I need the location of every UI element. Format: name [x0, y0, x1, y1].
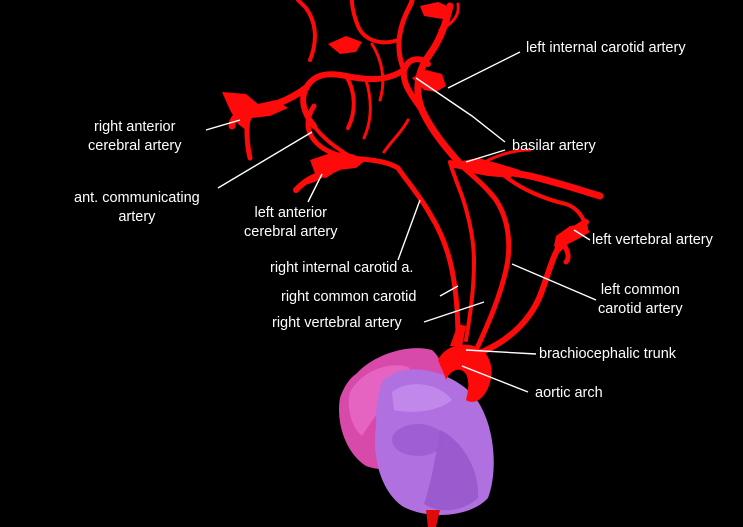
label-right-vertebral-artery: right vertebral artery	[272, 314, 402, 333]
label-line: basilar artery	[512, 138, 596, 154]
left-anterior-cerebral-ribbon	[310, 152, 366, 178]
label-right-common-carotid: right common carotid	[281, 288, 416, 307]
leader-right-internal-carotid	[397, 199, 421, 261]
top-branch-3	[296, 0, 317, 62]
heart-apex-vessel	[426, 510, 440, 527]
top-branch-1	[396, 0, 415, 73]
leader-brachiocephalic	[465, 349, 537, 355]
top-ribbon-2	[328, 36, 362, 54]
leader-left-anterior-cerebral	[307, 173, 323, 203]
label-line: left anterior	[254, 205, 328, 221]
label-ant-communicating-artery: ant. communicating artery	[74, 189, 200, 227]
anterior-cerebral-arc	[300, 67, 407, 129]
label-line: artery	[118, 209, 156, 225]
leader-right-common-carotid	[439, 285, 459, 297]
label-left-common-carotid-artery: left common carotid artery	[598, 281, 683, 319]
label-brachiocephalic-trunk: brachiocephalic trunk	[539, 345, 676, 364]
leader-ant-communicating	[217, 131, 313, 189]
posterior-ribbon	[456, 158, 520, 178]
label-line: cerebral artery	[88, 138, 182, 154]
right-vertebral-artery	[448, 160, 476, 342]
mid-branch-1	[344, 74, 356, 130]
leader-right-anterior-cerebral	[205, 119, 241, 131]
heart	[339, 348, 494, 527]
top-ribbon-1	[420, 2, 452, 20]
label-aortic-arch: aortic arch	[535, 384, 603, 403]
label-right-internal-carotid-artery: right internal carotid a.	[270, 259, 413, 278]
label-line: right anterior	[94, 119, 176, 135]
left-internal-carotid-ribbon	[412, 70, 446, 92]
mid-branch-2	[362, 78, 372, 140]
leader-left-internal-carotid	[447, 51, 521, 89]
label-line: right vertebral artery	[272, 315, 402, 331]
heart-ventricle-highlight	[392, 384, 452, 412]
leader-basilar-lower	[465, 149, 506, 163]
label-left-internal-carotid-artery: left internal carotid artery	[526, 39, 686, 58]
label-line: cerebral artery	[244, 224, 338, 240]
label-left-vertebral-artery: left vertebral artery	[592, 231, 713, 250]
label-basilar-artery: basilar artery	[512, 137, 596, 156]
left-vertebral-ribbon	[554, 224, 590, 252]
top-branch-4	[370, 42, 385, 102]
label-line: aortic arch	[535, 385, 603, 401]
top-branch-5	[438, 2, 460, 32]
aortic-arch	[438, 344, 492, 402]
leader-left-common-carotid	[511, 263, 597, 301]
leader-right-vertebral	[423, 301, 485, 323]
label-right-anterior-cerebral-artery: right anterior cerebral artery	[88, 118, 181, 156]
label-line: left internal carotid artery	[526, 40, 686, 56]
label-line: ant. communicating	[74, 190, 200, 206]
label-line: right common carotid	[281, 289, 417, 305]
label-line: right internal carotid a.	[270, 260, 414, 276]
artery-ribbons	[222, 2, 590, 252]
heart-chamber-opening	[392, 424, 444, 456]
leader-left-vertebral	[573, 229, 591, 241]
label-line: left vertebral artery	[592, 232, 713, 248]
mid-branch-3	[382, 118, 410, 154]
leader-aortic-arch	[461, 365, 529, 393]
left-common-carotid-artery	[459, 163, 512, 349]
leader-lines	[205, 51, 597, 393]
top-branch-2	[350, 0, 400, 45]
label-line: brachiocephalic trunk	[539, 346, 677, 362]
middle-cerebral-branch	[305, 103, 401, 171]
right-common-carotid-artery	[395, 165, 461, 343]
label-left-anterior-cerebral-artery: left anterior cerebral artery	[244, 204, 337, 242]
posterior-branch-1	[498, 170, 588, 230]
leader-basilar-upper	[415, 77, 506, 143]
label-line: left common	[600, 282, 680, 298]
label-line: carotid artery	[598, 301, 683, 317]
